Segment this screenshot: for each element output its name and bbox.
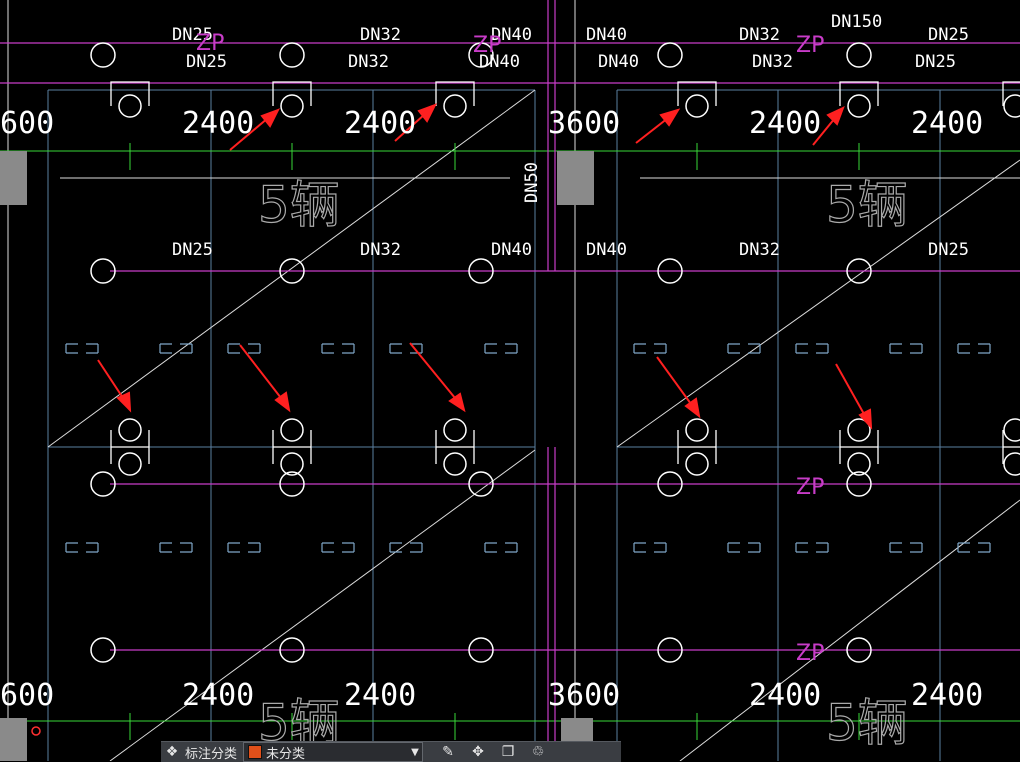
- pipe-label: DN25: [172, 25, 213, 45]
- layers-icon[interactable]: ❖: [165, 744, 179, 760]
- pipe-label: DN40: [586, 240, 627, 260]
- pipe-label: DN40: [586, 25, 627, 45]
- dimension-label: 600: [0, 106, 54, 141]
- pipe-label: DN40: [479, 52, 520, 72]
- reference-lines: [7, 0, 1020, 761]
- dimension-label: 2400: [749, 678, 821, 713]
- vertical-pipe-label: DN50: [522, 162, 542, 203]
- parking-label: 5辆: [826, 694, 908, 752]
- axis-lines: [0, 143, 1020, 740]
- sprinkler-heads[interactable]: [31, 42, 1020, 736]
- pipe-label: DN25: [172, 240, 213, 260]
- riser-tags: ZP ZP ZP ZP ZP: [196, 31, 824, 666]
- pipe-label: DN25: [928, 240, 969, 260]
- dimension-label: 2400: [749, 106, 821, 141]
- pipe-labels: DN25 DN32 DN40 DN40 DN32 DN150 DN25 DN25…: [172, 12, 969, 260]
- copy-icon[interactable]: ❐: [501, 744, 515, 760]
- riser-tag: ZP: [196, 31, 224, 56]
- pipe-label: DN25: [928, 25, 969, 45]
- category-label: 标注分类: [185, 746, 238, 762]
- dimension-label: 600: [0, 678, 54, 713]
- riser-tag: ZP: [473, 33, 501, 58]
- edit-icon[interactable]: ✎: [442, 744, 454, 760]
- lamp-symbols: [65, 343, 991, 553]
- parking-labels: 5辆 5辆 5辆 5辆: [257, 175, 908, 752]
- pipe-label: DN32: [739, 240, 780, 260]
- dimension-label: 2400: [182, 106, 254, 141]
- pipe-label: DN32: [360, 25, 401, 45]
- category-select[interactable]: 未分类 ▼: [243, 742, 424, 762]
- chevron-down-icon: ▼: [411, 746, 419, 758]
- dimension-label: 2400: [344, 678, 416, 713]
- dimension-label: 2400: [911, 678, 983, 713]
- delete-icon[interactable]: ♲: [531, 744, 545, 760]
- dimension-label: 2400: [182, 678, 254, 713]
- category-color-swatch: [248, 745, 263, 759]
- pipe-label: DN32: [752, 52, 793, 72]
- dimension-labels: 600 2400 2400 3600 2400 2400 600 2400 24…: [0, 106, 983, 713]
- pipe-label: DN150: [831, 12, 882, 32]
- pipe-label: DN32: [360, 240, 401, 260]
- parking-label: 5辆: [826, 176, 908, 234]
- pipe-label: DN40: [598, 52, 639, 72]
- pipe-label: DN40: [491, 25, 532, 45]
- dimension-label: 3600: [548, 678, 620, 713]
- annotation-arrows: [97, 103, 873, 430]
- dimension-label: 3600: [548, 106, 620, 141]
- riser-tag: ZP: [796, 33, 824, 58]
- pipe-label: DN32: [739, 25, 780, 45]
- parking-label: 5辆: [258, 176, 340, 234]
- columns: [0, 151, 594, 761]
- category-value: 未分类: [266, 746, 306, 762]
- pipe-label: DN40: [491, 240, 532, 260]
- dimension-label: 2400: [911, 106, 983, 141]
- riser-tag: ZP: [796, 641, 824, 666]
- pipe-label: DN25: [915, 52, 956, 72]
- dimension-label: 2400: [344, 106, 416, 141]
- head-brackets: [110, 81, 1020, 464]
- pipe-label: DN25: [186, 52, 227, 72]
- annotation-toolbar: ❖ 标注分类 未分类 ▼ ✎ ✥ ❐ ♲: [161, 741, 621, 762]
- riser-tag: ZP: [796, 475, 824, 500]
- move-icon[interactable]: ✥: [472, 744, 484, 760]
- pipe-label: DN32: [348, 52, 389, 72]
